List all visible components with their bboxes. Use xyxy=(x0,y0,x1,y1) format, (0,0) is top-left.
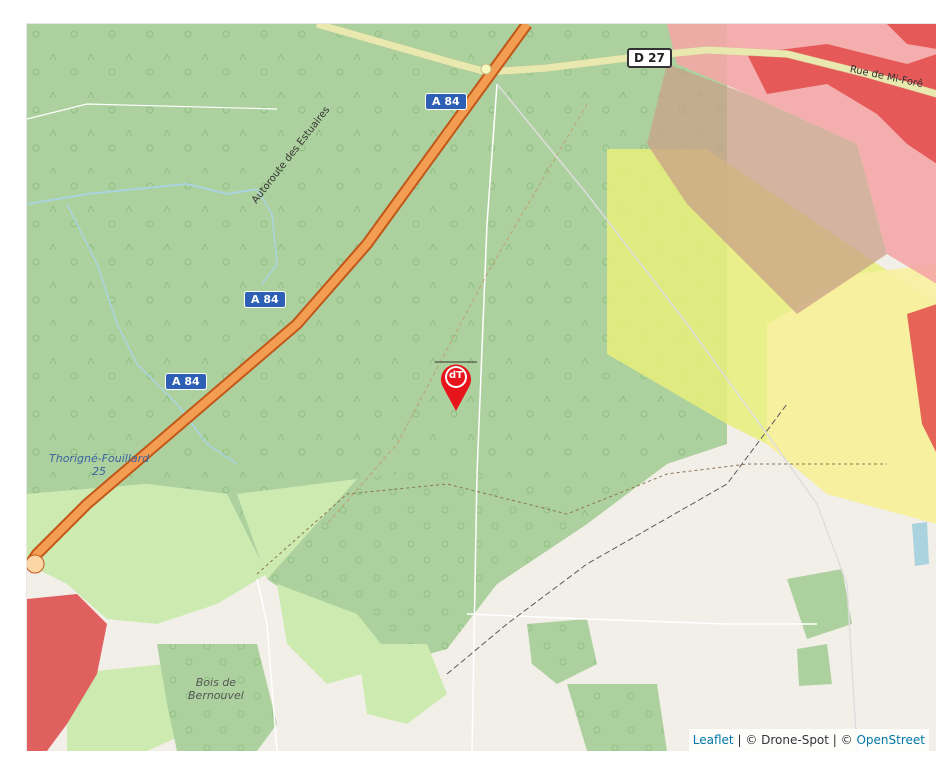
map-attribution: Leaflet | © Drone-Spot | © OpenStreet xyxy=(688,729,929,751)
a84-label-1: A 84 xyxy=(432,95,460,108)
junction xyxy=(480,63,492,75)
zone-brown xyxy=(647,64,887,314)
d27-label: D 27 xyxy=(634,51,665,65)
meadow-4 xyxy=(357,644,447,724)
drone-spot-credit: © Drone-Spot xyxy=(745,733,829,747)
wood-small-1 xyxy=(527,619,597,684)
track-5 xyxy=(466,613,817,625)
stream-1 xyxy=(27,182,258,205)
d27-shield: D 27 xyxy=(627,48,672,68)
meadow-2 xyxy=(237,479,357,579)
stream-3 xyxy=(256,188,278,285)
map-view[interactable]: D 27 A 84 A 84 A 84 Autoroute des Estuai… xyxy=(26,23,936,751)
wood-bernouvel xyxy=(157,644,277,751)
town-name: Thorigné-Fouillard xyxy=(49,452,150,465)
attribution-sep-1: | xyxy=(733,733,746,747)
wood-small-3 xyxy=(787,569,852,639)
residential-bottom-left xyxy=(27,594,107,751)
wood-name-2: Bernouvel xyxy=(188,689,244,702)
a84-label-2: A 84 xyxy=(251,293,279,306)
map-tiles[interactable] xyxy=(27,24,936,751)
leaflet-link[interactable]: Leaflet xyxy=(692,733,734,747)
town-sub: 25 xyxy=(92,465,107,478)
track-dashed-2 xyxy=(256,463,887,575)
admin-boundary xyxy=(446,403,788,675)
roundabout xyxy=(27,554,45,574)
wood-label: Bois de Bernouvel xyxy=(188,676,244,702)
wood-small-4 xyxy=(797,644,832,686)
meadow-1 xyxy=(27,484,267,624)
attribution-sep-2: | © xyxy=(828,733,857,747)
zone-red-town xyxy=(747,44,936,164)
a84-shield-1: A 84 xyxy=(425,93,467,110)
track-dashed-1 xyxy=(326,103,588,525)
marker-pin-icon xyxy=(435,361,477,411)
track-3 xyxy=(496,83,858,751)
wood-name-1: Bois de xyxy=(195,676,237,689)
track-2 xyxy=(471,83,498,751)
openstreetmap-link[interactable]: OpenStreet xyxy=(856,733,925,747)
stream-2 xyxy=(66,203,238,465)
map-marker[interactable]: dT xyxy=(435,359,477,411)
a84-shield-2: A 84 xyxy=(244,291,286,308)
marker-logo-text: dT xyxy=(449,370,463,381)
track-1 xyxy=(27,103,278,120)
town-label: Thorigné-Fouillard 25 xyxy=(49,452,149,478)
water-pond xyxy=(912,522,929,566)
a84-shield-3: A 84 xyxy=(165,373,207,390)
road-d27 xyxy=(316,24,936,98)
a84-label-3: A 84 xyxy=(172,375,200,388)
road-a84 xyxy=(27,24,531,572)
zone-red-edge xyxy=(907,304,936,452)
wood-small-2 xyxy=(567,684,667,751)
zone-yellow-light xyxy=(767,264,936,524)
track-4 xyxy=(256,578,278,751)
road-d27-edge xyxy=(315,24,936,98)
zone-red-top xyxy=(887,24,936,49)
